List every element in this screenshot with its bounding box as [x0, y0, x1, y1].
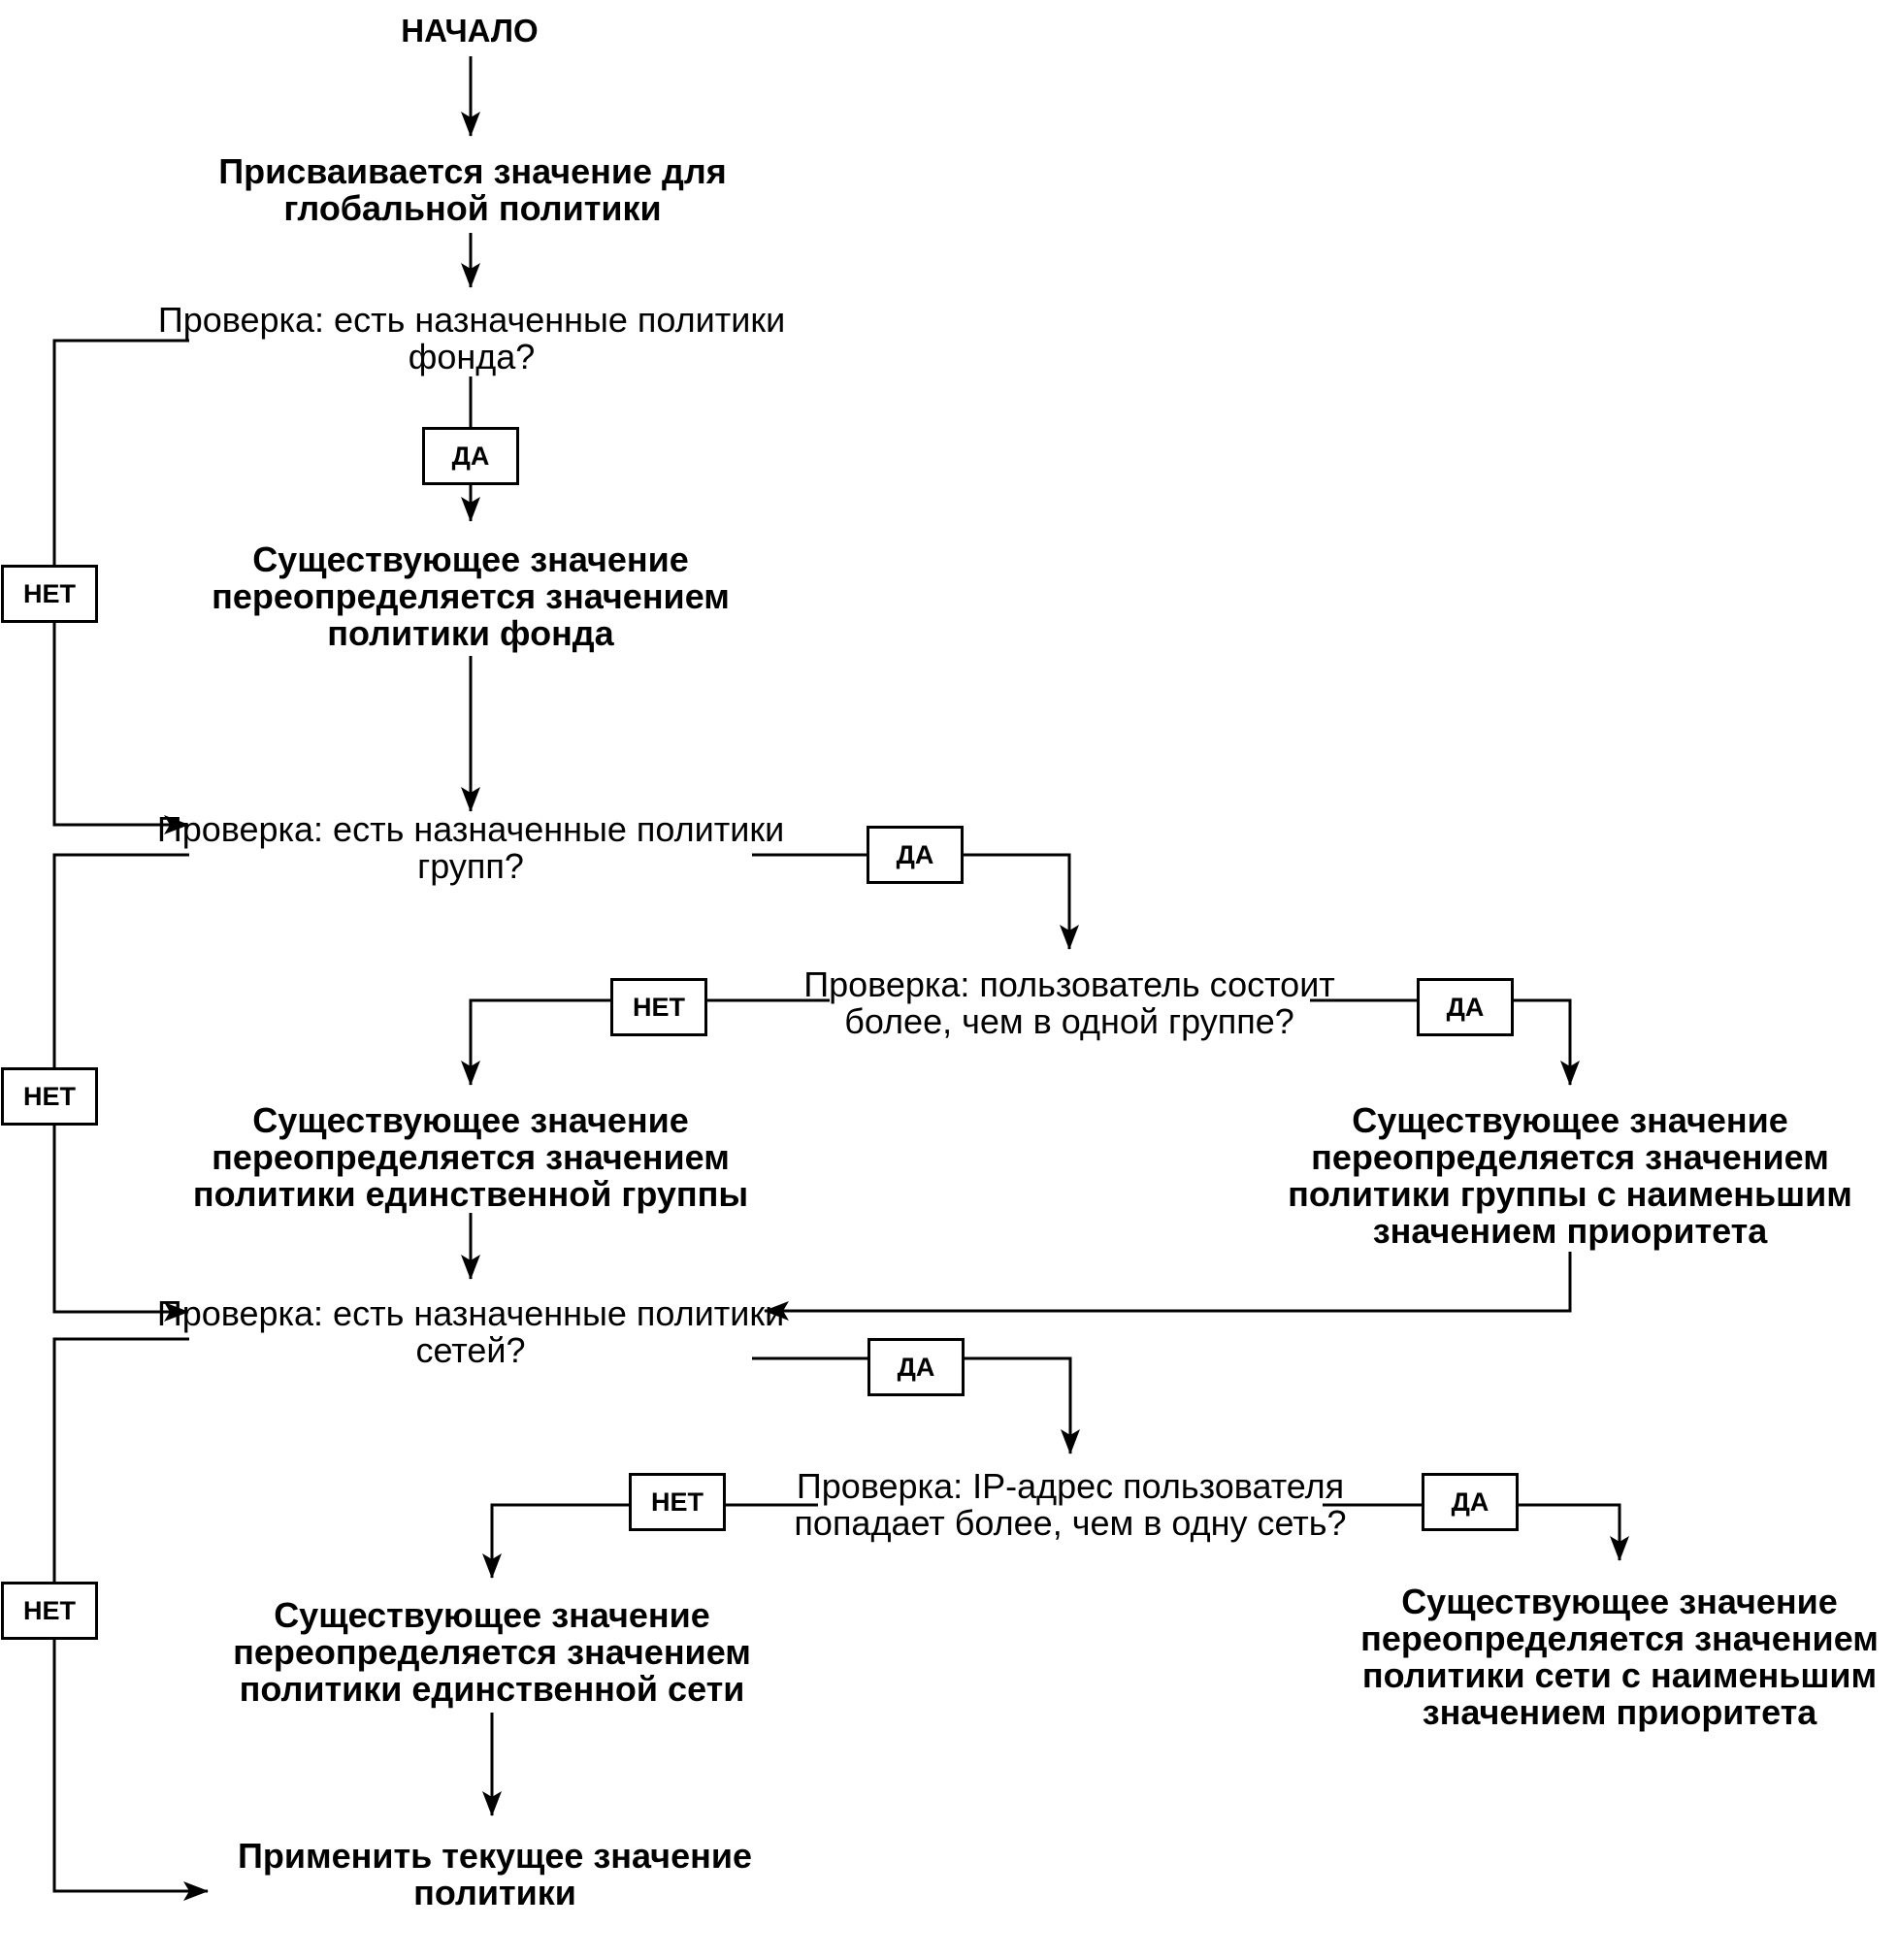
edge-yes-networks-to-check-ip: [752, 1356, 1080, 1454]
node-check-networks: Проверка: есть назначенные политики сете…: [156, 1293, 785, 1370]
yes-box-ip-networks: ДА: [1422, 1473, 1519, 1531]
node-check-user-groups: Проверка: пользователь состоит более, че…: [803, 964, 1335, 1041]
node-start: НАЧАЛО: [401, 13, 538, 49]
edge-yes-groups-to-check-user-groups: [752, 853, 1079, 950]
node-override-priority-network: Существующее значение переопределяется з…: [1360, 1582, 1879, 1732]
edge-yes-multigroup-to-priority-group: [1310, 998, 1580, 1086]
yes-box-user-groups: ДА: [1417, 978, 1514, 1036]
node-override-single-group: Существующее значение переопределяется з…: [192, 1100, 749, 1214]
no-box-networks: НЕТ: [1, 1582, 98, 1640]
yes-box-networks: ДА: [867, 1338, 965, 1396]
node-check-ip-networks: Проверка: IP-адрес пользователя попадает…: [794, 1466, 1347, 1543]
no-box-user-groups: НЕТ: [610, 978, 707, 1036]
node-assign-global: Присваивается значение для глобальной по…: [218, 151, 727, 228]
node-override-single-network: Существующее значение переопределяется з…: [233, 1595, 751, 1709]
node-check-groups: Проверка: есть назначенные политики груп…: [156, 809, 785, 886]
edge-priority-group-to-check-networks: [764, 1252, 1572, 1321]
node-apply-policy: Применить текущее значение политики: [238, 1836, 752, 1912]
no-box-groups: НЕТ: [1, 1067, 98, 1126]
node-check-fund: Проверка: есть назначенные политики фонд…: [157, 300, 786, 376]
node-override-fund: Существующее значение переопределяется з…: [212, 539, 730, 653]
no-box-fund: НЕТ: [1, 565, 98, 623]
yes-box-groups: ДА: [867, 826, 964, 884]
yes-box-fund: ДА: [422, 427, 519, 485]
node-start-label: НАЧАЛО: [401, 13, 539, 49]
no-box-ip-networks: НЕТ: [629, 1473, 726, 1531]
edge-no-multigroup-to-single-group: [461, 998, 830, 1086]
node-override-priority-group: Существующее значение переопределяется з…: [1288, 1100, 1852, 1251]
